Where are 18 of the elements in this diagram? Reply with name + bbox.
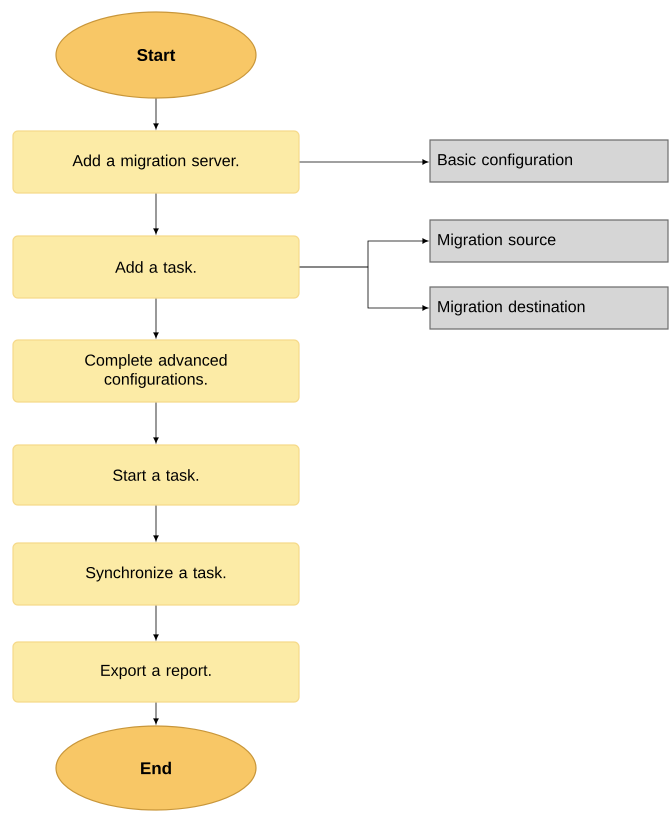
arrow [299, 159, 428, 165]
arrow [153, 505, 159, 542]
arrow [153, 702, 159, 724]
process-box: Add a migration server. [12, 130, 300, 194]
process-box: Export a report. [12, 641, 300, 703]
process-box: Start a task. [12, 444, 300, 506]
arrow [153, 605, 159, 640]
sub-step-box: Basic configuration [429, 139, 669, 183]
sub-step-box: Migration source [429, 219, 669, 263]
sub-step-box: Migration destination [429, 286, 669, 330]
arrow [299, 266, 428, 311]
process-box: Complete advanced configurations. [12, 339, 300, 403]
arrow [153, 193, 159, 234]
arrow [153, 298, 159, 338]
arrow [153, 402, 159, 444]
process-box: Synchronize a task. [12, 542, 300, 606]
process-box: Add a task. [12, 235, 300, 299]
arrow [153, 98, 159, 130]
